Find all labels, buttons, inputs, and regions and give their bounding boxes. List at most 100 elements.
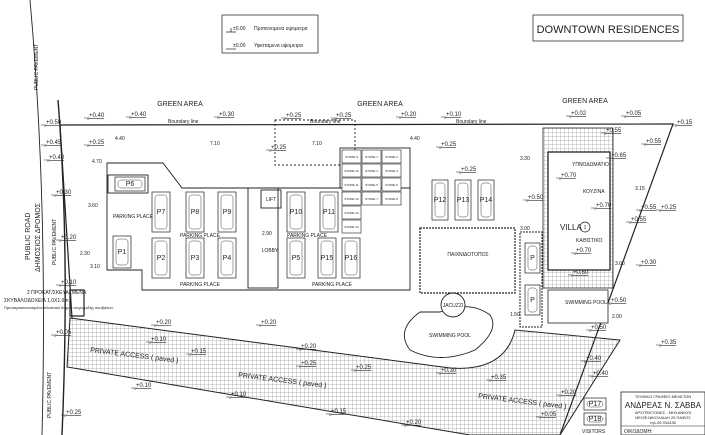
elevation-marker: +0.55 xyxy=(626,217,647,224)
bins-note: 2 ΠΡΟΚΑΤ/ΣΚΕΥΑΣΜΕΝΑ xyxy=(27,290,87,296)
boundary-line-label: Boundary line xyxy=(168,119,199,125)
store-room: STORE 7 xyxy=(361,191,382,206)
store-label: STORE 2 xyxy=(385,155,398,159)
parking-bay-label: P16 xyxy=(345,255,358,262)
elevation-marker: +0.70 xyxy=(556,173,577,180)
level-marker-icon xyxy=(281,117,287,120)
architect-name: ΑΝΔΡΕΑΣ Ν. ΣΑΒΒΑ xyxy=(625,401,702,410)
car-icon xyxy=(322,194,336,230)
elevation-value: +0.30 xyxy=(641,260,657,266)
parking-bay-label: P18 xyxy=(589,416,602,423)
level-marker-icon xyxy=(566,115,572,118)
level-marker-icon xyxy=(556,394,562,397)
parking-bay-label: P11 xyxy=(323,209,335,216)
elevation-marker: +0.25 xyxy=(281,113,302,120)
level-marker-icon xyxy=(672,124,678,127)
level-marker-icon xyxy=(226,396,232,399)
store-label: STORE 10 xyxy=(344,169,359,173)
villa-number: 1 xyxy=(584,225,587,231)
parking-bay-label: P xyxy=(530,297,535,304)
swimming-pool xyxy=(403,292,494,358)
parking-bay-label: P14 xyxy=(480,197,493,204)
elevation-marker: +0.70 xyxy=(571,248,592,255)
elevation-value: +0.70 xyxy=(561,173,577,179)
car-icon xyxy=(115,238,129,266)
elevation-value: +0.20 xyxy=(301,344,317,350)
level-marker-icon xyxy=(296,365,302,368)
green-area-label: GREEN AREA xyxy=(357,101,403,108)
parking-structure xyxy=(106,119,411,291)
public-pavement-label: PUBLIC PAVEMENT xyxy=(47,372,53,418)
elevation-value: +0.25 xyxy=(441,142,457,148)
elevation-markers: +0.40+0.40+0.30+0.25+0.25+0.20+0.10+0.02… xyxy=(41,111,693,427)
elevation-marker: +0.05 xyxy=(51,330,72,337)
parking-bay: P10 xyxy=(286,191,306,233)
legend: ±0.00 Προτεινομενα υψομετρα ±0.00 Υφιστα… xyxy=(221,14,319,54)
level-marker-icon xyxy=(606,157,612,160)
elevation-value: +0.20 xyxy=(401,112,417,118)
dimension-label: 3.00 xyxy=(615,261,625,267)
elevation-marker: +0.35 xyxy=(486,375,507,382)
parking-bay-label: P8 xyxy=(191,209,200,216)
elevation-value: +0.60 xyxy=(573,270,589,276)
level-marker-icon xyxy=(51,194,57,197)
elevation-value: +0.05 xyxy=(626,111,642,117)
elevation-value: +0.25 xyxy=(356,365,372,371)
parking-bay-label: P13 xyxy=(457,197,470,204)
car-icon xyxy=(586,400,604,408)
elevation-marker: +0.10 xyxy=(441,112,462,119)
store-label: STORE 14 xyxy=(344,225,359,229)
level-marker-icon xyxy=(441,116,447,119)
car-icon xyxy=(527,245,538,271)
public-pavement-label: PUBLIC PAVEMENT xyxy=(34,44,40,90)
store-room: STORE 2 xyxy=(381,149,402,164)
public-road-greek-label: ΔΗΜΟΣΙΟΣ ΔΡΟΜΟΣ xyxy=(35,202,42,272)
elevation-value: +0.30 xyxy=(56,190,72,196)
elevation-marker: +0.50 xyxy=(606,298,627,305)
elevation-marker: +0.20 xyxy=(401,420,422,427)
legend-level-1: ±0.00 xyxy=(233,26,246,32)
parking-bay: P9 xyxy=(217,191,237,233)
elevation-marker: +0.05 xyxy=(536,412,557,419)
parking-bay: P12 xyxy=(431,179,449,221)
elevation-marker: +0.40 xyxy=(588,371,609,378)
parking-bay-label: P17 xyxy=(589,401,602,408)
parking-bay: P7 xyxy=(151,191,171,233)
villa-pool-label: SWIMMING POOL xyxy=(565,300,607,306)
parking-bay-label: P7 xyxy=(157,209,166,216)
elevation-value: +0.10 xyxy=(446,112,462,118)
elevation-value: +0.25 xyxy=(66,410,82,416)
store-room: STORE 10 xyxy=(341,163,362,178)
car-icon xyxy=(220,240,234,276)
parking-bay: P16 xyxy=(341,237,361,279)
level-marker-icon xyxy=(351,369,357,372)
car-icon xyxy=(457,182,469,218)
store-label: STORE 9 xyxy=(345,155,358,159)
level-marker-icon xyxy=(51,334,57,337)
public-road xyxy=(29,0,66,435)
elevation-value: +0.10 xyxy=(136,383,152,389)
store-room: STORE 4 xyxy=(381,163,402,178)
level-marker-icon xyxy=(581,360,587,363)
parking-bay: P17 xyxy=(583,397,607,411)
level-marker-icon xyxy=(556,177,562,180)
level-marker-icon xyxy=(256,324,262,327)
title-block: ΤΕΧΝΙΚΟ ΓΡΑΦΕΙΟ ΜΕΛΕΤΩΝ ΑΝΔΡΕΑΣ Ν. ΣΑΒΒΑ… xyxy=(620,391,705,435)
car-icon xyxy=(527,287,538,313)
elevation-marker: +0.15 xyxy=(672,120,693,127)
parking-bay-label: P4 xyxy=(223,255,232,262)
elevation-marker: +0.15 xyxy=(186,349,207,356)
bin-storage xyxy=(69,289,85,317)
elevation-value: +0.10 xyxy=(61,280,77,286)
parking-bay-label: P xyxy=(530,255,535,262)
phone-label: τηλ.26 934436 xyxy=(650,420,677,425)
dimension-label: 3.60 xyxy=(88,203,98,209)
level-marker-icon xyxy=(266,149,272,152)
green-area-label: GREEN AREA xyxy=(562,98,608,105)
parking-bay-label: P10 xyxy=(290,209,303,216)
elevation-value: +0.20 xyxy=(406,420,422,426)
level-marker-icon xyxy=(44,159,50,162)
elevation-marker: +0.30 xyxy=(636,260,657,267)
level-marker-icon xyxy=(126,116,132,119)
parking-bay: P6 xyxy=(114,176,146,192)
